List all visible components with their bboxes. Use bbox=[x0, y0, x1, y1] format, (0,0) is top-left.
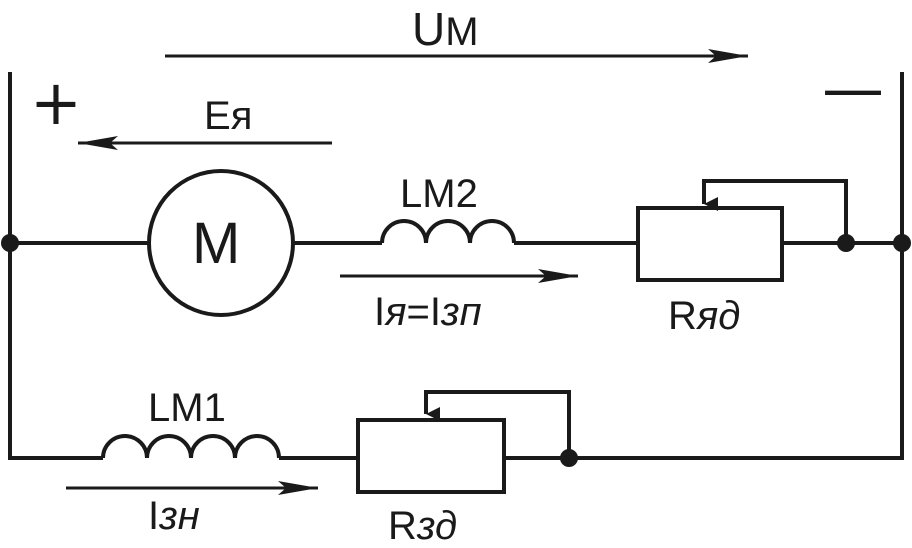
armature-current-label: Iя=Iзп bbox=[374, 290, 482, 334]
voltage-label: UM bbox=[412, 3, 479, 55]
armature-resistor bbox=[636, 206, 784, 282]
lm1-label: LM1 bbox=[148, 386, 226, 430]
junction-left bbox=[1, 234, 19, 252]
field-rheostat-wiper bbox=[424, 390, 571, 458]
junction-rheostat-field bbox=[560, 449, 578, 467]
field-resistor-label: Rзд bbox=[388, 504, 458, 548]
minus-sign: — bbox=[822, 52, 884, 125]
emf-label: Eя bbox=[204, 94, 253, 138]
lm1-coil bbox=[101, 434, 281, 459]
field-current-label: Iзн bbox=[148, 494, 200, 538]
plus-sign: + bbox=[30, 66, 82, 139]
lm2-label: LM2 bbox=[400, 172, 478, 216]
lm2-coil bbox=[380, 219, 516, 244]
armature-resistor-label: Rяд bbox=[668, 294, 741, 338]
junction-rheostat-armature bbox=[837, 234, 855, 252]
armature-rheostat-wiper bbox=[702, 179, 848, 243]
motor-label: M bbox=[192, 211, 241, 276]
field-resistor bbox=[356, 418, 506, 494]
junction-right bbox=[893, 234, 911, 252]
